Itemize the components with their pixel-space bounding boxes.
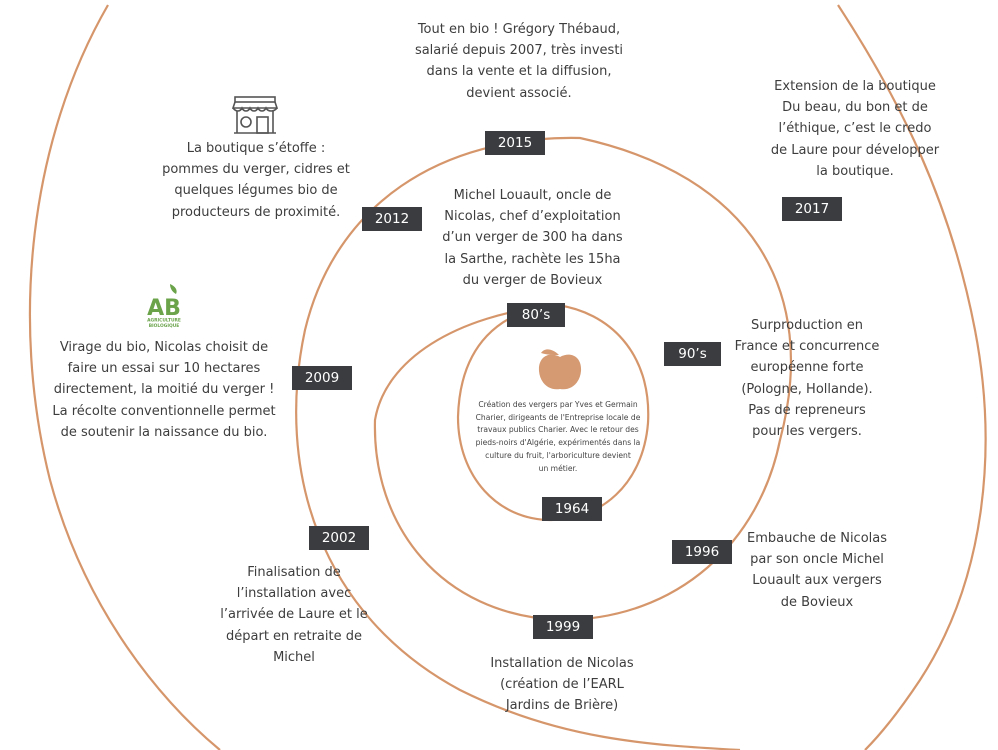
milestone-1999-text: Installation de Nicolas (création de l’E… bbox=[490, 656, 634, 714]
year-badge-1964: 1964 bbox=[542, 497, 602, 521]
year-badge-1999: 1999 bbox=[533, 615, 593, 639]
milestone-80s-text: Michel Louault, oncle de Nicolas, chef d… bbox=[442, 188, 623, 288]
year-badge-2002: 2002 bbox=[309, 526, 369, 550]
year-badge-90s: 90’s bbox=[664, 342, 721, 366]
shop-icon bbox=[231, 95, 279, 135]
ab-leaf bbox=[170, 284, 177, 294]
year-badge-80s: 80’s bbox=[507, 303, 565, 327]
milestone-2015-text: Tout en bio ! Grégory Thébaud, salarié d… bbox=[414, 22, 624, 101]
milestone-1996-text: Embauche de Nicolas par son oncle Michel… bbox=[746, 531, 888, 610]
milestone-2002-text: Finalisation de l’installation avec l’ar… bbox=[220, 565, 368, 665]
year-badge-2017: 2017 bbox=[782, 197, 842, 221]
apple-icon bbox=[537, 343, 583, 393]
year-badge-1996: 1996 bbox=[672, 540, 732, 564]
milestone-90s-text: Surproduction en France et concurrence e… bbox=[734, 318, 880, 440]
milestone-1964-text: Création des vergers par Yves et Germain… bbox=[475, 400, 641, 473]
outer-spiral-path bbox=[28, 4, 987, 750]
year-badge-2012: 2012 bbox=[362, 207, 422, 231]
year-badge-2009: 2009 bbox=[292, 366, 352, 390]
milestone-2009-text: Virage du bio, Nicolas choisit de faire … bbox=[52, 340, 276, 440]
ab-label-icon: AB AGRICULTURE BIOLOGIQUE bbox=[142, 282, 186, 330]
ab-caption-1: AGRICULTURE bbox=[147, 318, 181, 324]
year-badge-2015: 2015 bbox=[485, 131, 545, 155]
milestone-2012-text: La boutique s’étoffe : pommes du verger,… bbox=[162, 141, 350, 220]
ab-caption-2: BIOLOGIQUE bbox=[149, 323, 180, 329]
milestone-2017-text: Extension de la boutique Du beau, du bon… bbox=[770, 79, 940, 179]
ab-letters: AB bbox=[147, 296, 181, 321]
